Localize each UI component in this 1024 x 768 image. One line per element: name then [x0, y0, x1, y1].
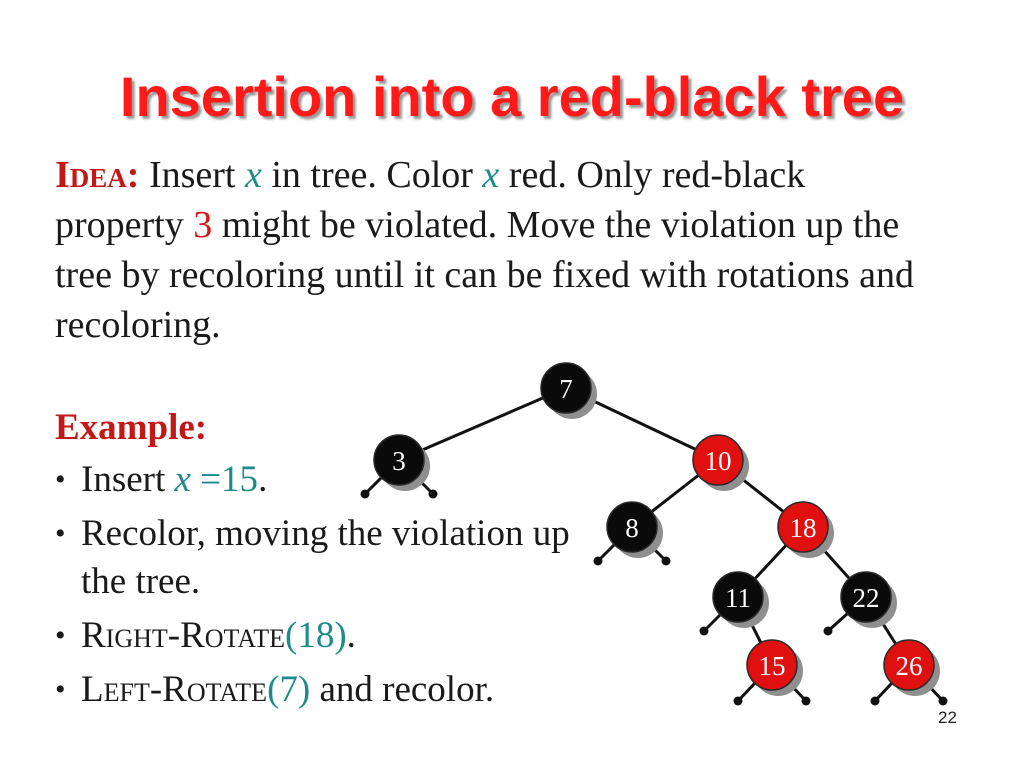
node-key-label: 7: [559, 374, 573, 404]
tree-node-26: 26: [883, 639, 940, 696]
node-circle: [883, 639, 935, 691]
page-number: 22: [938, 708, 957, 727]
insert-value: =15: [190, 459, 259, 500]
nil-leaf-dot: [870, 696, 880, 706]
variable-x: x: [174, 459, 191, 500]
step-recolor: •Recolor, moving the violation up the tr…: [55, 510, 615, 606]
tree-node-15: 15: [746, 639, 803, 696]
idea-label: Idea:: [55, 154, 140, 196]
bullet: •: [55, 517, 66, 550]
property-number: 3: [193, 204, 213, 246]
nil-leaf-dot: [661, 556, 671, 566]
bullet: •: [55, 673, 66, 706]
nil-leaf-dot: [801, 696, 811, 706]
node-key-label: 18: [790, 513, 817, 543]
bullet: •: [55, 463, 66, 496]
idea-text: Insert: [139, 154, 245, 196]
nil-leaf-dot: [699, 626, 709, 636]
node-circle: [777, 501, 829, 553]
node-circle: [692, 434, 744, 486]
idea-text: in tree. Color: [261, 154, 483, 196]
node-key-label: 11: [725, 583, 751, 613]
tree-node-8: 8: [606, 501, 663, 558]
tree-edge: [398, 386, 567, 462]
bullet: •: [55, 619, 66, 652]
tree-node-18: 18: [777, 501, 834, 558]
example-heading: Example:: [55, 407, 208, 448]
step-left-rotate: •Left-Rotate(7) and recolor.: [55, 666, 615, 714]
idea-text: red. Only red-black property: [55, 154, 806, 246]
node-circle: [373, 434, 425, 486]
tree-node-3: 3: [373, 434, 430, 491]
idea-text: might be violated. Move the violation up…: [55, 204, 914, 346]
tree-node-10: 10: [692, 434, 749, 491]
node-circle: [606, 501, 658, 553]
tree-node-22: 22: [840, 571, 897, 628]
node-key-label: 15: [759, 651, 786, 681]
nil-leaf-dot: [733, 696, 743, 706]
node-circle: [712, 571, 764, 623]
tree-node-11: 11: [712, 571, 769, 628]
example-steps: •Insert x =15. •Recolor, moving the viol…: [55, 456, 615, 720]
nil-leaf-dot: [360, 489, 370, 499]
operation-name: Left-Rotate: [81, 669, 268, 710]
nil-leaf-dot: [938, 696, 948, 706]
slide-title: Insertion into a red-black tree: [119, 65, 905, 128]
node-circle: [540, 362, 592, 414]
node-key-label: 3: [392, 446, 406, 476]
variable-x: x: [244, 154, 262, 196]
tree-node-7: 7: [540, 362, 597, 419]
idea-paragraph: Idea: Insert x in tree. Color x red. Onl…: [55, 150, 925, 350]
node-key-label: 26: [896, 651, 923, 681]
operation-name: Right-Rotate: [81, 615, 286, 656]
tree-nodes: 7 3 10 8 18 11 22 15 26: [373, 362, 940, 696]
nil-leaf-dot: [823, 626, 833, 636]
nil-leaf-dot: [593, 556, 603, 566]
node-key-label: 10: [705, 446, 732, 476]
node-circle: [840, 571, 892, 623]
operation-argument: (18): [285, 615, 347, 656]
nil-leaf-dot: [428, 489, 438, 499]
node-key-label: 22: [853, 583, 880, 613]
node-key-label: 8: [625, 513, 639, 543]
operation-argument: (7): [267, 669, 311, 710]
node-circle: [746, 639, 798, 691]
step-right-rotate: •Right-Rotate(18).: [55, 612, 615, 660]
step-insert: •Insert x =15.: [55, 456, 615, 504]
variable-x: x: [482, 154, 500, 196]
